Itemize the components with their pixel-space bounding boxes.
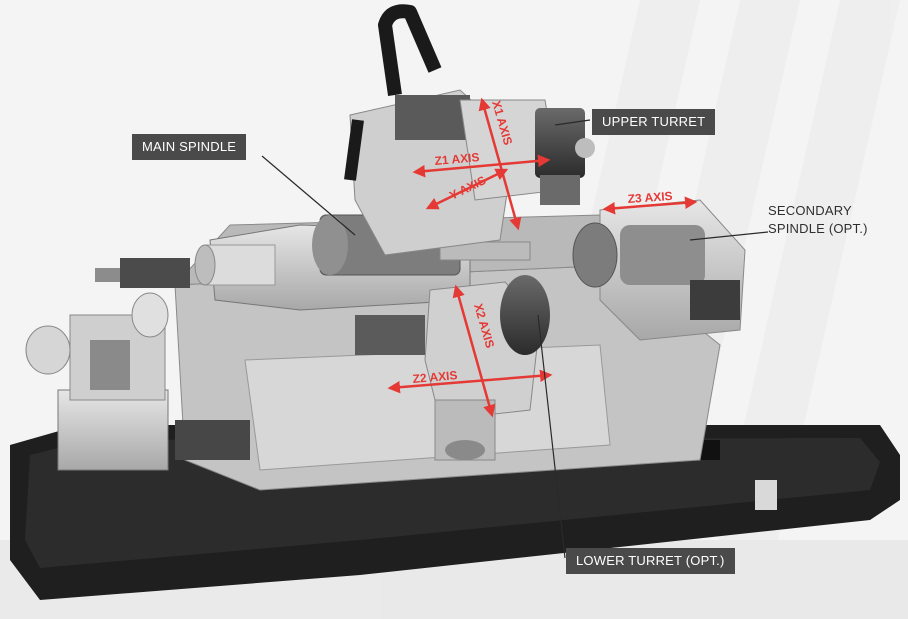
secondary-spindle-assembly bbox=[572, 199, 746, 341]
secondary-spindle-label-line2: SPINDLE (OPT.) bbox=[768, 221, 868, 236]
lower-turret-label: LOWER TURRET (OPT.) bbox=[566, 548, 735, 574]
upper-turret-label: UPPER TURRET bbox=[592, 109, 716, 135]
secondary-spindle-label: SECONDARY SPINDLE (OPT.) bbox=[768, 202, 898, 238]
y-axis-arrow bbox=[425, 168, 509, 210]
main-spindle-label: MAIN SPINDLE bbox=[132, 134, 247, 160]
leader-lines bbox=[261, 119, 769, 559]
z2-axis-arrow bbox=[387, 369, 553, 394]
upper-turret-leader bbox=[554, 119, 591, 126]
z2-axis-label: Z2 AXIS bbox=[412, 368, 458, 386]
hydraulic-unit bbox=[25, 292, 169, 471]
lower-turret-leader bbox=[537, 314, 566, 559]
secondary-spindle-leader bbox=[689, 231, 769, 241]
z1-axis-label: Z1 AXIS bbox=[434, 150, 480, 168]
z3-axis-label: Z3 AXIS bbox=[627, 189, 673, 206]
cable-chain bbox=[344, 4, 442, 181]
axis-arrows bbox=[387, 97, 698, 418]
main-spindle-leader bbox=[261, 155, 356, 236]
z3-axis-arrow bbox=[602, 196, 698, 215]
x2-axis-arrow bbox=[452, 284, 496, 418]
secondary-spindle-label-line1: SECONDARY bbox=[768, 203, 852, 218]
